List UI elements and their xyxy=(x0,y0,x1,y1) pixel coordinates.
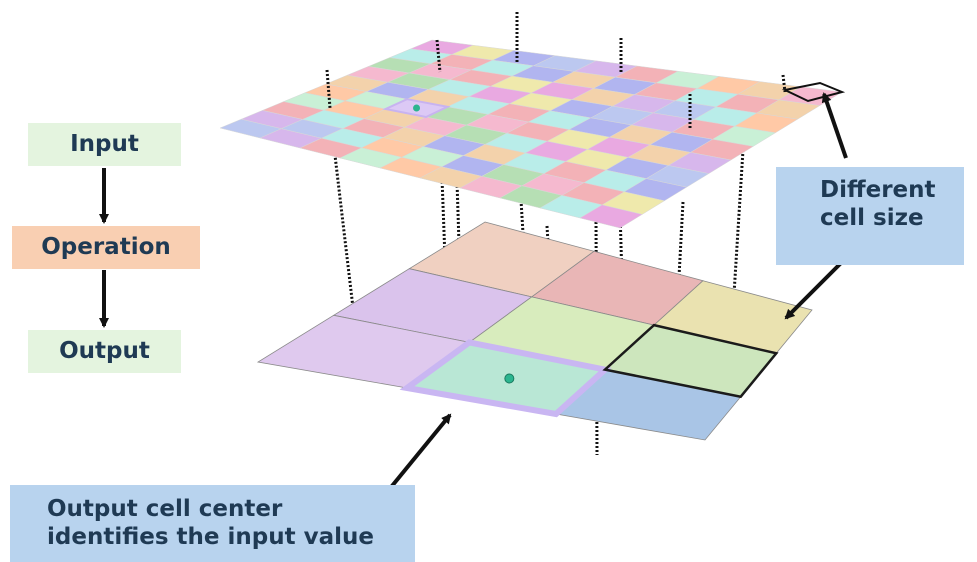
input-raster xyxy=(219,39,846,229)
operation-box: Operation xyxy=(12,226,200,269)
input-label: Input xyxy=(70,131,139,157)
cell-center-line-1: Output cell center xyxy=(47,496,283,522)
highlighted-output-cell xyxy=(399,339,612,418)
cell-size-line-2: cell size xyxy=(820,205,924,231)
outlined-input-cell xyxy=(781,81,846,103)
output-box: Output xyxy=(28,330,181,373)
cell-size-line-1: Different xyxy=(820,177,936,203)
operation-label: Operation xyxy=(41,234,171,260)
cell-center-arrow xyxy=(381,413,452,499)
output-label: Output xyxy=(59,338,150,364)
input-cell xyxy=(579,204,643,229)
cell-size-arrow-to-input xyxy=(821,92,848,159)
projection-line xyxy=(781,74,787,93)
output-cell-center-dot xyxy=(504,373,515,384)
projection-line xyxy=(435,39,442,73)
cell-size-arrow-to-output xyxy=(784,254,850,320)
flow-arrows xyxy=(99,92,850,499)
projection-lines-upper xyxy=(325,12,787,128)
cell-size-callout: Different cell size xyxy=(776,167,964,265)
output-raster xyxy=(256,221,813,441)
input-box: Input xyxy=(28,123,181,166)
cell-center-callout: Output cell center identifies the input … xyxy=(10,485,415,562)
outlined-output-cell xyxy=(602,323,779,399)
projection-line xyxy=(731,149,745,311)
cell-center-line-2: identifies the input value xyxy=(47,524,374,550)
input-cell-center-dot xyxy=(413,104,421,112)
